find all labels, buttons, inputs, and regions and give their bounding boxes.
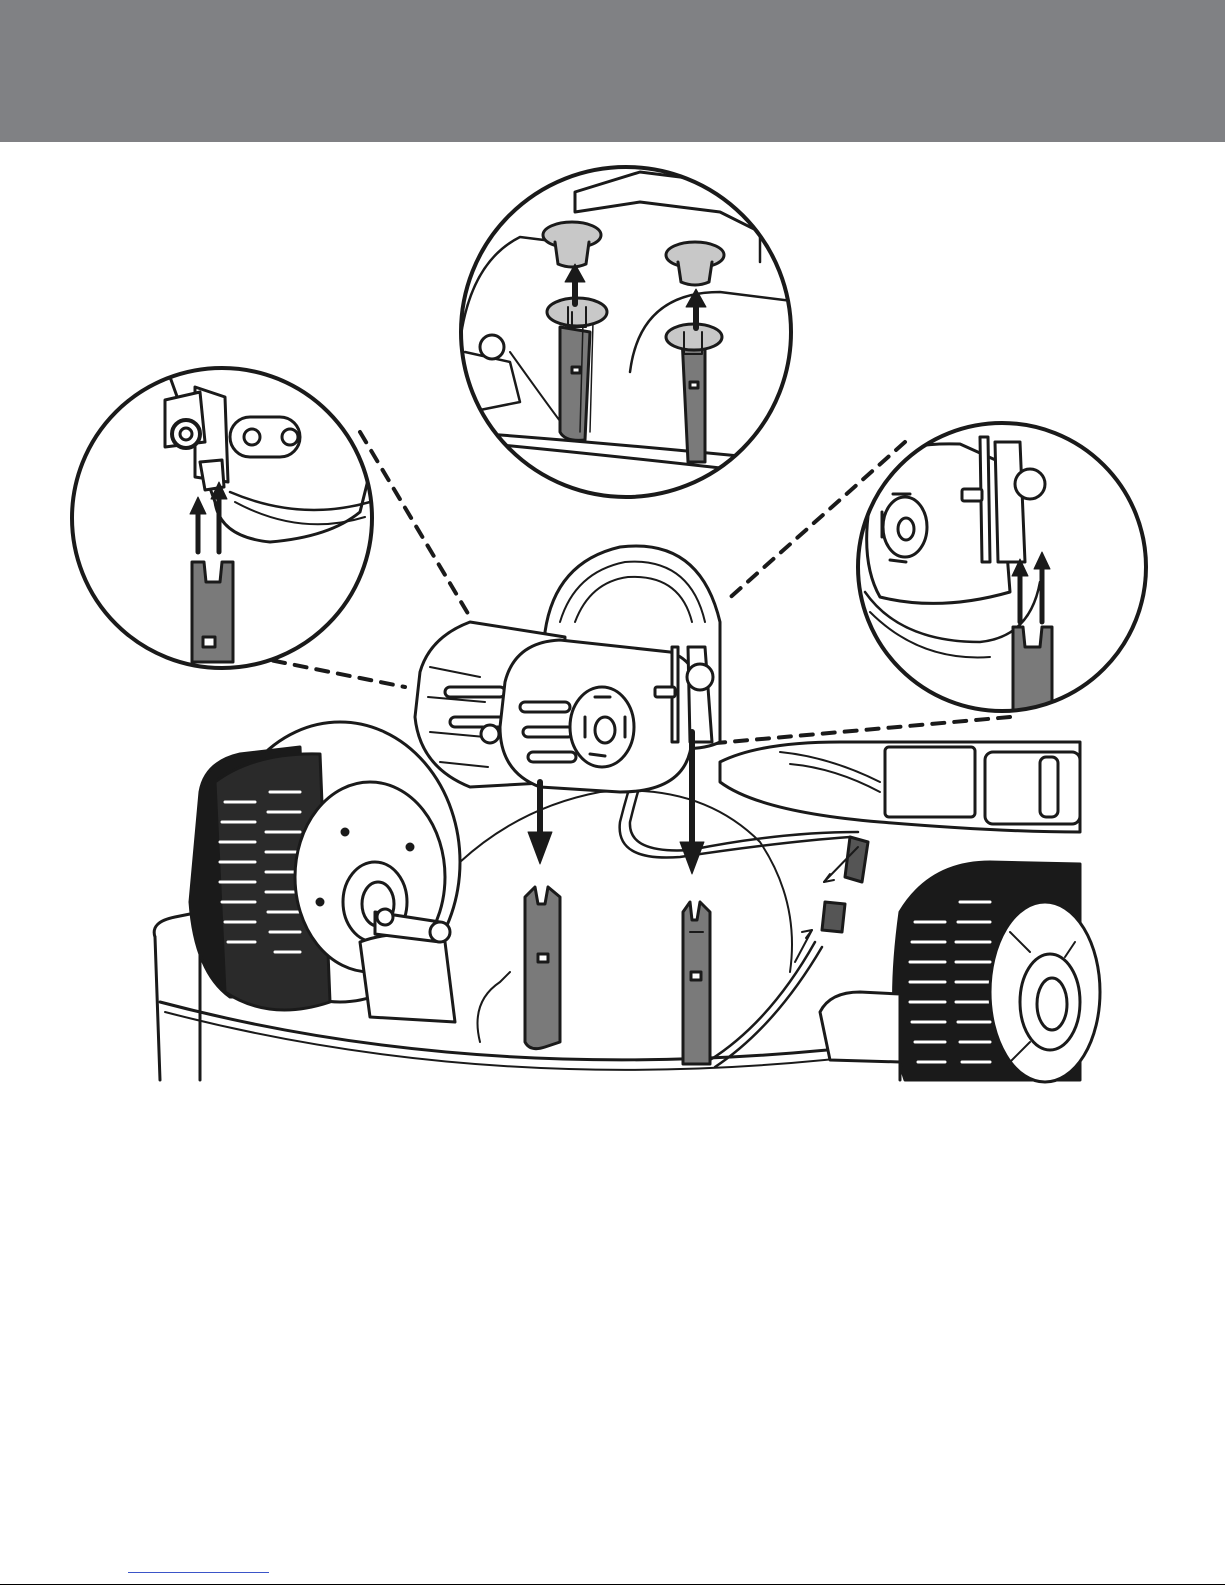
footer-link-underline[interactable] — [128, 1572, 269, 1573]
right-rear-wheel — [820, 862, 1100, 1082]
left-detail-circle — [72, 367, 372, 668]
assembly-illustration — [0, 142, 1225, 1102]
left-rear-wheel — [190, 722, 460, 1022]
header-band — [0, 0, 1225, 142]
right-detail-circle — [858, 423, 1146, 712]
floor-bracket-left — [525, 887, 560, 1049]
wire-connector — [795, 837, 868, 962]
floor-bracket-right — [683, 902, 710, 1064]
top-detail-circle — [460, 167, 800, 497]
gearbox-motor — [415, 546, 720, 792]
